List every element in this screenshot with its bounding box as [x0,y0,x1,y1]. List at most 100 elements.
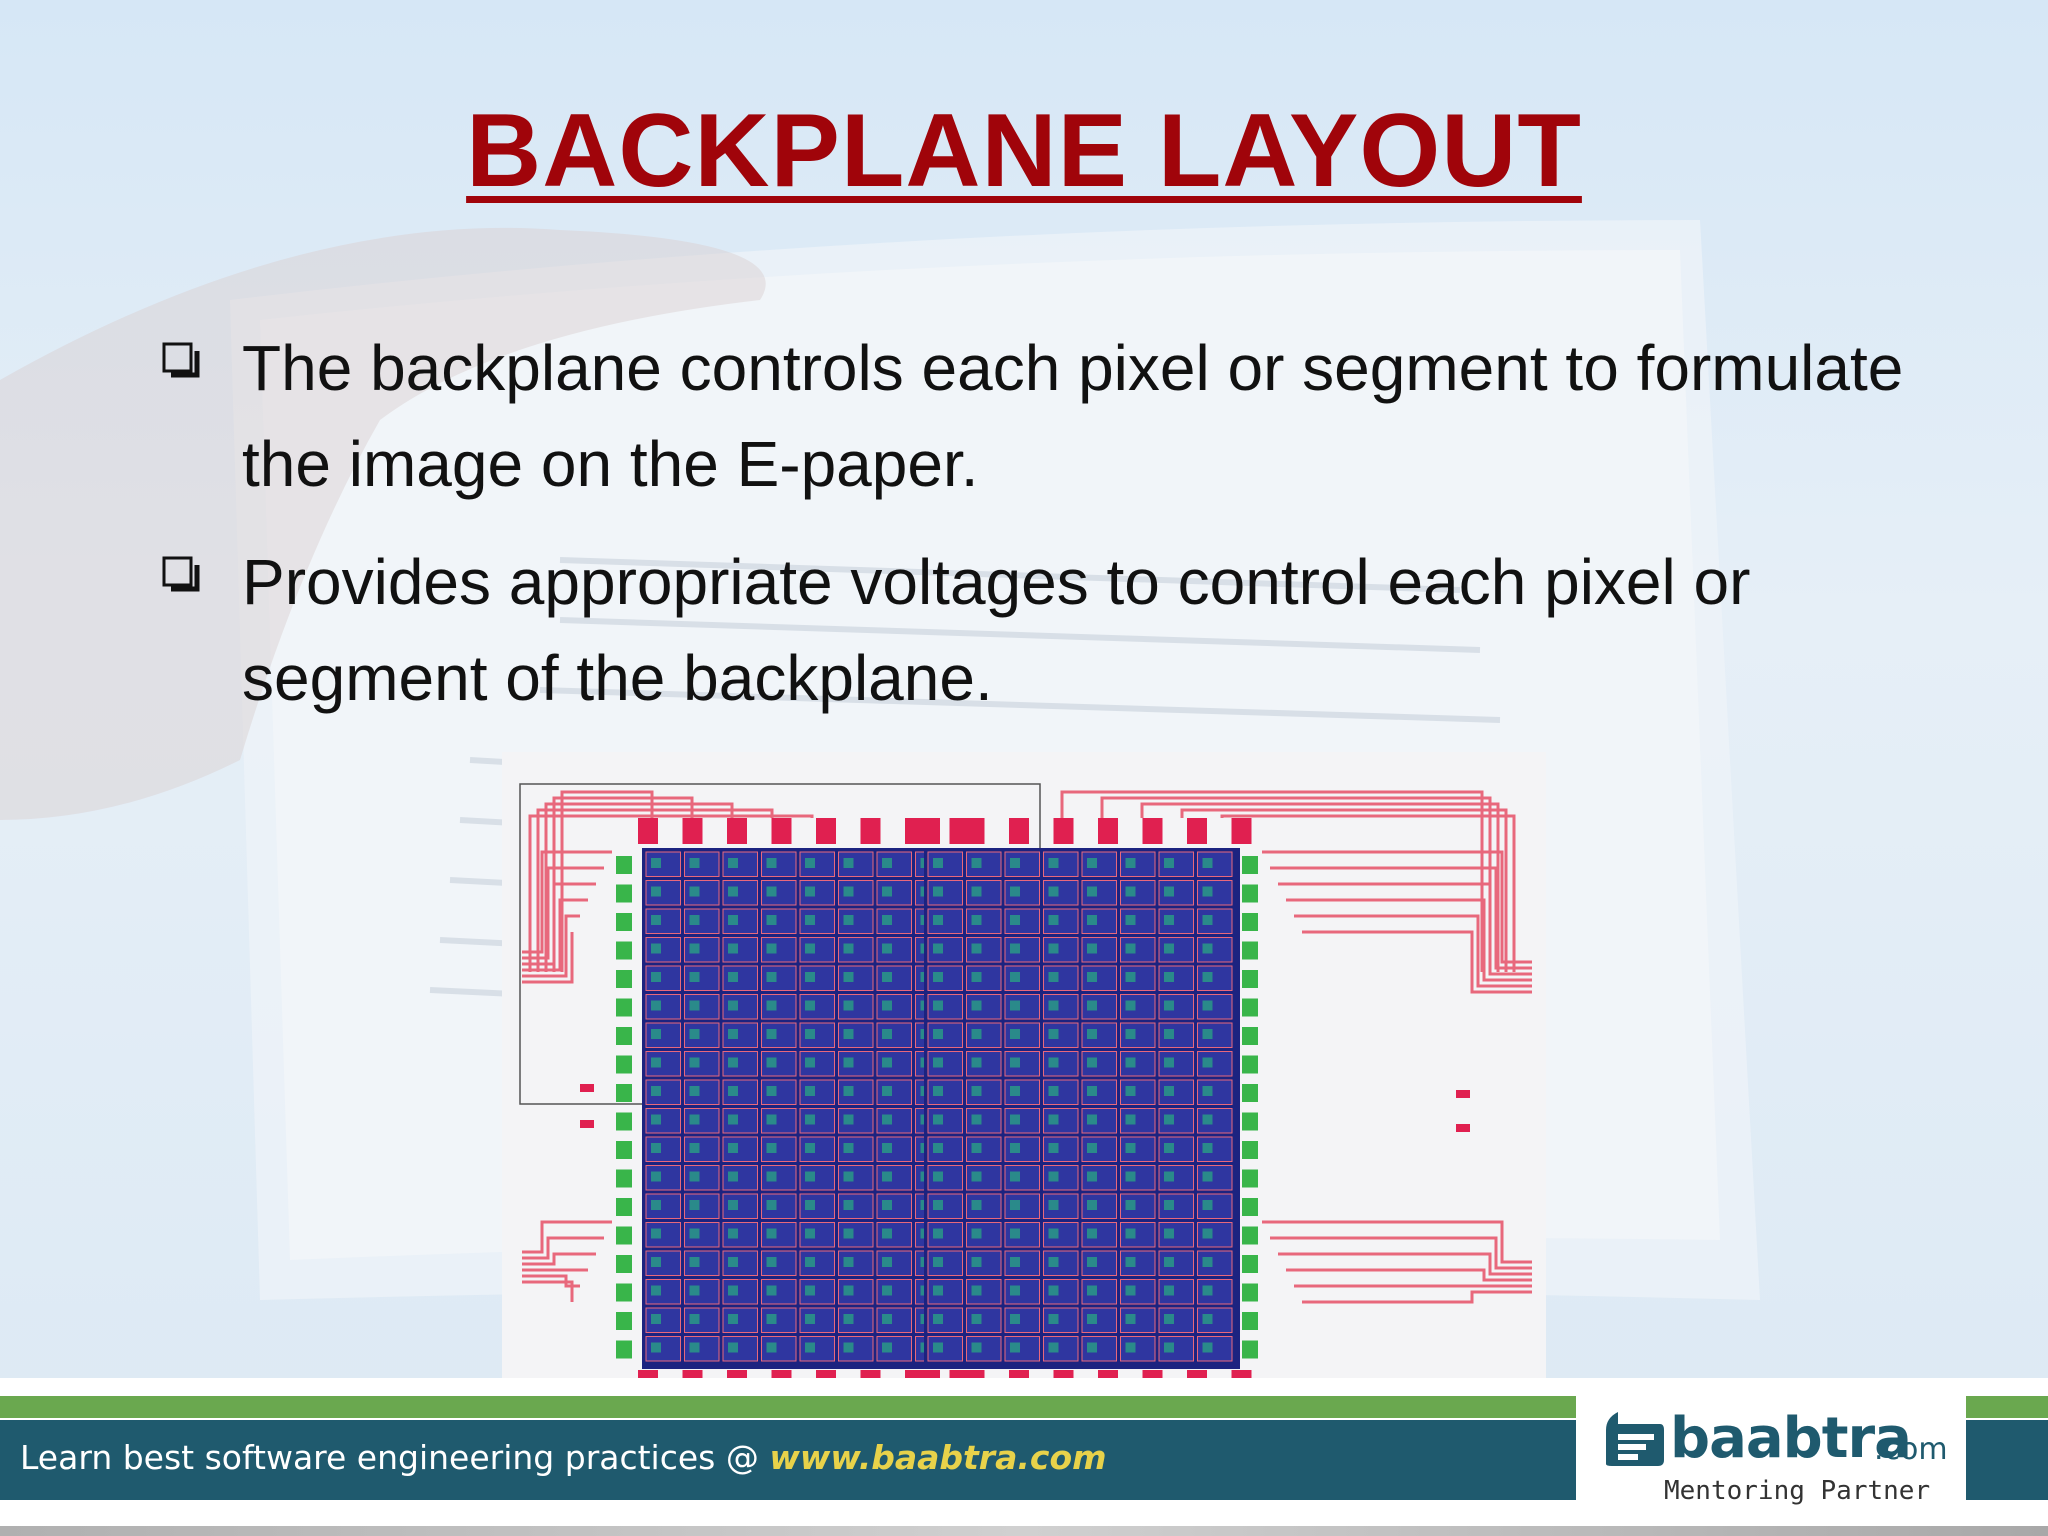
pixel-tft [843,943,854,954]
pixel-tft [689,1342,700,1353]
pixel-tft [1010,915,1020,925]
pixel-tft [1048,1200,1059,1210]
pixel-cell [1004,1051,1040,1077]
column-pad [905,1370,925,1378]
pixel-tft [1164,915,1174,925]
row-pad [1242,1169,1258,1188]
pixel-cell [966,965,1002,991]
pixel-tft [933,1314,943,1324]
pixel-tft [882,1285,892,1296]
pixel-tft [843,1086,854,1096]
column-pad [1098,818,1118,844]
pixel-tft [1010,1143,1020,1153]
row-pad [1242,1340,1258,1359]
routing-trace [1100,796,1492,972]
pixel-tft [1202,972,1213,982]
column-pad [949,1370,970,1378]
pixel-tft [1125,943,1136,954]
pixel-tft [728,1285,738,1296]
routing-trace [1286,1268,1532,1282]
routing-trace [1220,814,1516,972]
pixel-tft [1202,915,1213,925]
pixel-tft [805,915,815,925]
row-pad [616,998,632,1017]
column-pad [771,1370,792,1378]
pixel-tft [689,858,700,868]
routing-trace [552,796,694,972]
pixel-tft [933,915,943,925]
bullet-item: Provides appropriate voltages to control… [158,534,2028,726]
pixel-tft [689,972,700,982]
pixel-tft [1087,1000,1097,1011]
row-pad [1242,1226,1258,1245]
column-pad [816,1370,836,1378]
pixel-tft [882,1342,892,1353]
pixel-tft [882,1200,892,1210]
row-pad [1242,1255,1258,1273]
pixel-tft [651,943,661,954]
row-pad [616,1084,632,1102]
pixel-tft [882,1257,892,1267]
pixel-tft [1164,1228,1174,1239]
pixel-tft [689,1285,700,1296]
row-pad [616,1055,632,1074]
pixel-tft [971,1114,982,1125]
pixel-cell [927,1279,963,1305]
pixel-tft [766,1285,777,1296]
contact-pad [1456,1090,1470,1098]
row-pad [1242,1055,1258,1074]
footer-tagline-text: Learn best software engineering practice… [20,1438,770,1477]
pixel-tft [1164,1200,1174,1210]
pixel-cell [1120,1051,1156,1077]
pixel-tft [933,1171,943,1182]
pixel-tft [933,1029,943,1039]
pixel-tft [971,858,982,868]
pixel-tft [882,1314,892,1324]
pixel-tft [1087,1114,1097,1125]
bullet-list: The backplane controls each pixel or seg… [158,320,2028,748]
pixel-tft [1087,1200,1097,1210]
logo-tagline: Mentoring Partner [1664,1476,1931,1506]
pixel-cell [684,1279,720,1305]
pixel-tft [1125,1228,1136,1239]
pixel-cell [1158,1108,1194,1134]
pixel-tft [1087,1342,1097,1353]
logo-wordmark: baabtra [1670,1406,1912,1471]
routing-trace [522,1252,596,1266]
pixel-tft [766,1029,777,1039]
pixel-tft [1048,1342,1059,1353]
routing-trace [522,932,574,984]
pixel-tft [651,858,661,868]
pixel-tft [882,1029,892,1039]
pixel-tft [843,858,854,868]
pixel-tft [882,1057,892,1068]
pixel-tft [1048,1228,1059,1239]
pixel-tft [1048,915,1059,925]
pixel-tft [1087,858,1097,868]
pixel-tft [1087,1086,1097,1096]
pixel-tft [1125,915,1136,925]
checkbox-square-icon [162,556,200,592]
pixel-tft [933,1143,943,1153]
pixel-tft [689,886,700,897]
pixel-tft [1125,1314,1136,1324]
footer-green-stripe [1966,1396,2048,1418]
pixel-tft [1125,858,1136,868]
pixel-tft [651,1114,661,1125]
pixel-tft [1048,1114,1059,1125]
routing-trace [1286,898,1532,982]
pixel-tft [1164,972,1174,982]
pixel-tft [933,1342,943,1353]
pixel-cell [966,1250,1002,1276]
pixel-tft [1087,1171,1097,1182]
pixel-tft [1010,1000,1020,1011]
row-pad [616,1198,632,1216]
pixel-tft [651,1285,661,1296]
pixel-tft [1010,1171,1020,1182]
pixel-tft [689,1057,700,1068]
pixel-tft [805,858,815,868]
pixel-tft [766,1257,777,1267]
row-pad [1242,1141,1258,1159]
row-pad [1242,941,1258,960]
footer-url-link[interactable]: www.baabtra.com [769,1438,1107,1477]
